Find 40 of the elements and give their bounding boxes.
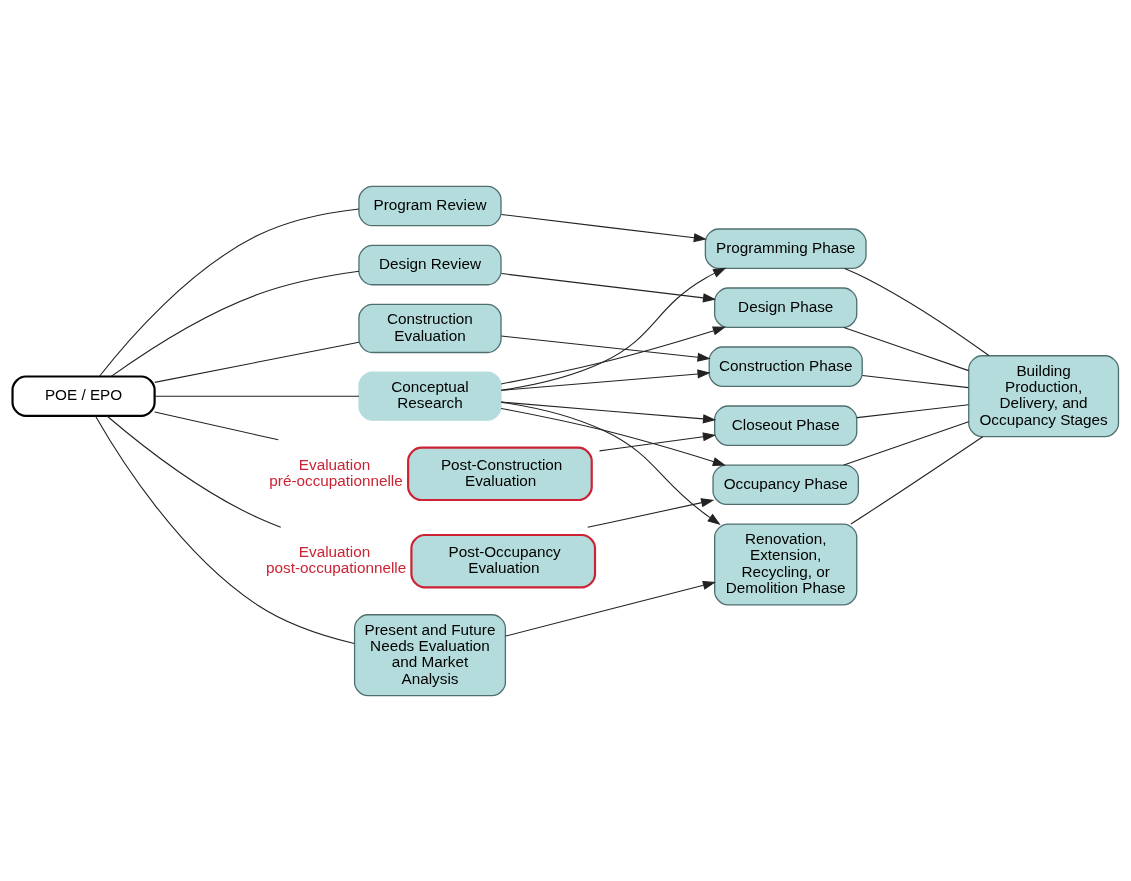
- arrow: [500, 368, 711, 391]
- node-box: Closeout Phase: [714, 404, 858, 446]
- connector: [843, 326, 970, 371]
- connector: [98, 207, 360, 377]
- node-box: Renovation, Extension, Recycling, or Demolition Phase: [714, 522, 858, 606]
- arrow: [500, 335, 711, 362]
- connector: [106, 414, 282, 528]
- node-box: Present and Future Needs Evaluation and Market Analysis: [353, 613, 507, 696]
- arrow: [505, 580, 716, 637]
- node-box: Design Review: [358, 244, 502, 285]
- arrow: [500, 325, 726, 384]
- connector: [850, 435, 984, 525]
- connector: [856, 403, 969, 418]
- arrow: [599, 431, 717, 451]
- arrow: [500, 272, 717, 302]
- connector: [861, 374, 969, 388]
- node-box: Construction Phase: [708, 345, 863, 387]
- node-box: POE / EPO: [11, 374, 156, 417]
- arrow: [500, 267, 727, 391]
- arrow: [587, 497, 715, 528]
- node-box: Programming Phase: [704, 227, 867, 269]
- arrow: [500, 401, 721, 525]
- node-label: Evaluation pré-occupationnelle: [269, 455, 403, 489]
- node-label: Evaluation post-occupationnelle: [266, 542, 407, 576]
- node-box: Construction Evaluation: [358, 303, 502, 353]
- node-box: Design Phase: [714, 286, 858, 328]
- arrow: [500, 401, 717, 423]
- connector: [154, 410, 279, 440]
- connector: [154, 395, 360, 397]
- connector: [110, 270, 360, 377]
- connector: [843, 420, 970, 465]
- arrow: [500, 407, 726, 466]
- connector: [844, 267, 990, 356]
- arrow: [500, 213, 707, 242]
- connector: [154, 341, 360, 383]
- connector: [94, 414, 355, 644]
- node-box: Occupancy Phase: [712, 463, 860, 505]
- node-box: Conceptual Research: [358, 371, 502, 421]
- node-box: Program Review: [358, 185, 502, 226]
- node-box: Building Production, Delivery, and Occupancy Stages: [968, 354, 1120, 437]
